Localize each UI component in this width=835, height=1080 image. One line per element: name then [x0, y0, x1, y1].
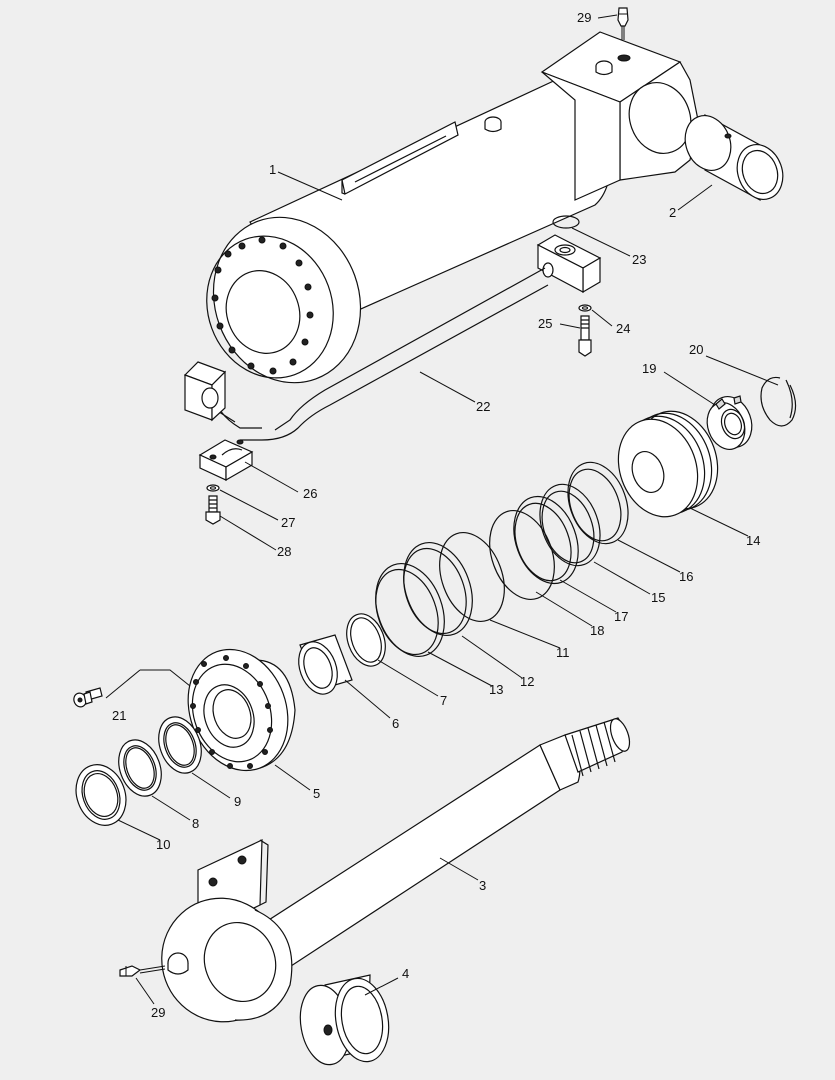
lock-nut-19 [706, 395, 753, 450]
bolt-25 [578, 315, 592, 357]
callout-16: 16 [679, 569, 693, 584]
cylinder-head-5 [187, 648, 296, 772]
bushing-6 [298, 634, 353, 695]
callout-1: 1 [269, 162, 276, 177]
bolt-28 [205, 495, 221, 525]
pin-bushing-bottom [299, 974, 390, 1066]
piston-rod-3 [161, 717, 631, 1023]
leader-lines [105, 14, 779, 1005]
cylinder-barrel [206, 31, 699, 384]
callout-29-top: 29 [577, 10, 591, 25]
callout-12: 12 [520, 674, 534, 689]
piston-14 [617, 410, 719, 518]
seal-8 [118, 739, 162, 797]
clamp-block-26 [198, 439, 254, 482]
seal-17 [513, 495, 579, 585]
callout-labels: 1 2 3 4 5 6 7 8 9 10 11 12 13 14 15 16 1… [112, 10, 760, 1020]
callout-18: 18 [590, 623, 604, 638]
grease-nipple-bottom [119, 965, 166, 977]
callout-24: 24 [616, 321, 630, 336]
callout-4: 4 [402, 966, 409, 981]
seal-16 [567, 461, 629, 545]
callout-19: 19 [642, 361, 656, 376]
seal-9 [158, 716, 202, 774]
callout-8: 8 [192, 816, 199, 831]
seal-18 [489, 509, 555, 601]
callout-28: 28 [277, 544, 291, 559]
pin-bushing-top [684, 113, 784, 202]
callout-23: 23 [632, 252, 646, 267]
o-ring-23 [552, 215, 580, 229]
cap-screw-21 [73, 687, 103, 708]
callout-9: 9 [234, 794, 241, 809]
callout-5: 5 [313, 786, 320, 801]
callout-11: 11 [556, 645, 570, 660]
callout-15: 15 [651, 590, 665, 605]
callout-22: 22 [476, 399, 490, 414]
ring-7 [346, 613, 386, 667]
grease-nipple-top [617, 7, 629, 40]
callout-25: 25 [538, 316, 552, 331]
callout-2: 2 [669, 205, 676, 220]
callout-7: 7 [440, 693, 447, 708]
callout-6: 6 [392, 716, 399, 731]
callout-17: 17 [614, 609, 628, 624]
o-ring-11 [439, 531, 505, 623]
callout-3: 3 [479, 878, 486, 893]
port-block-and-tube [183, 234, 602, 441]
callout-26: 26 [303, 486, 317, 501]
callout-20: 20 [689, 342, 703, 357]
callout-21: 21 [112, 708, 126, 723]
callout-10: 10 [156, 837, 170, 852]
ring-12 [403, 541, 473, 637]
callout-29-bottom: 29 [151, 1005, 165, 1020]
washer-27 [206, 484, 220, 492]
callout-27: 27 [281, 515, 295, 530]
callout-14: 14 [746, 533, 760, 548]
snap-ring-20 [760, 376, 797, 427]
callout-13: 13 [489, 682, 503, 697]
ring-13 [375, 562, 445, 658]
wiper-10 [75, 764, 127, 826]
washer-24 [578, 304, 592, 312]
